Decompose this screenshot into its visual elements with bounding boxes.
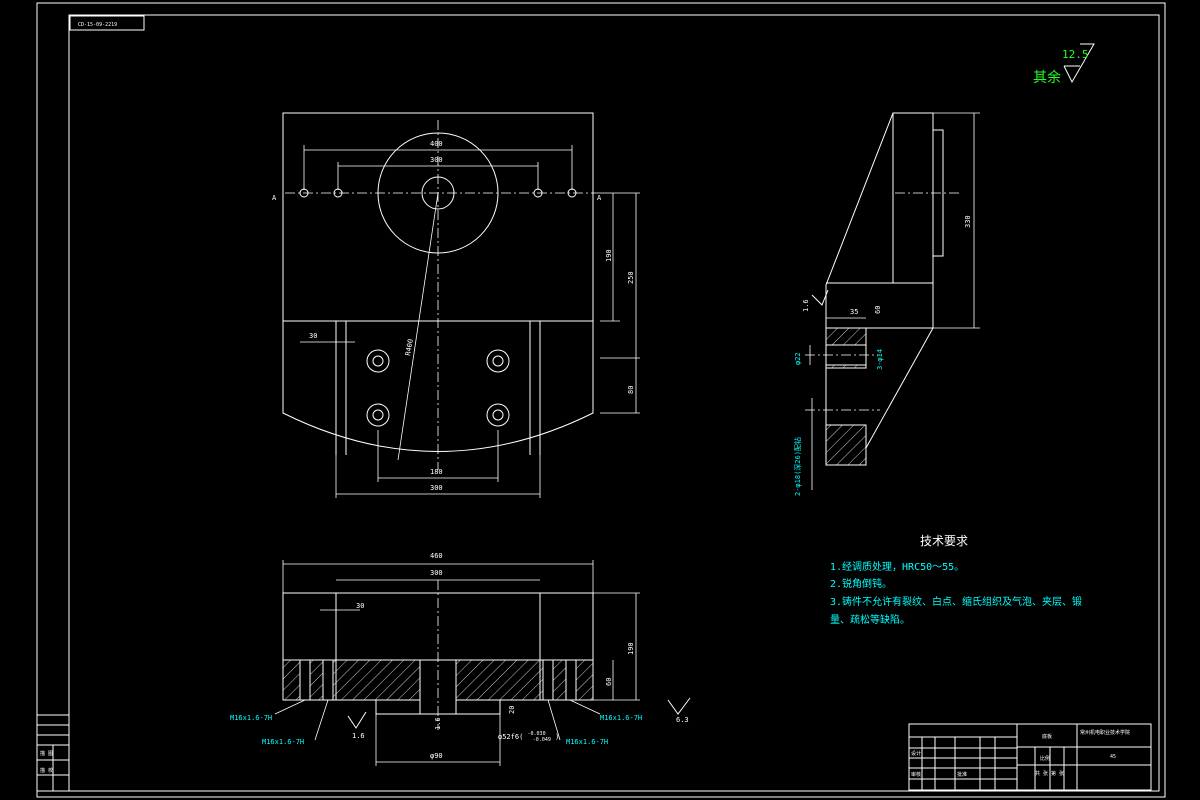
dim-fit-close: ) (555, 733, 559, 741)
thread-right-1: M16x1.6-7H (600, 714, 642, 722)
title-designer: 设计 (911, 750, 921, 757)
title-approve: 批准 (957, 771, 967, 778)
dim-fit-lower: -0.049 (533, 737, 551, 743)
left-strip-label-1: 描 图 (40, 750, 53, 757)
dim-80: 80 (627, 386, 635, 394)
roughness-value: 12.5 (1062, 48, 1089, 61)
dim-phi22: φ22 (794, 352, 802, 365)
tech-item-2: 2.锐角倒钝。 (830, 577, 892, 590)
dim-35: 35 (850, 308, 858, 316)
thread-left-1: M16x1.6-7H (230, 714, 272, 722)
dim-fit-upper: -0.030 (528, 731, 546, 737)
thread-right-2: M16x1.6-7H (566, 738, 608, 746)
drawing-number-box (69, 15, 145, 31)
dim-fit-main: φ52f6( (498, 733, 523, 741)
technical-requirements: 技术要求 1.经调质处理，HRC50～55。 2.锐角倒钝。 3.铸件不允许有裂… (830, 534, 1082, 626)
dim-phi90: φ90 (430, 752, 443, 760)
section-mark-left: A (272, 194, 277, 202)
dim-330: 330 (964, 215, 972, 228)
title-checker: 审核 (911, 771, 921, 778)
dim-400: 400 (430, 140, 443, 148)
dim-300-top: 300 (430, 156, 443, 164)
dim-180: 180 (430, 468, 443, 476)
roughness-other-label: 其余 (1033, 69, 1061, 86)
thread-left-2: M16x1.6-7H (262, 738, 304, 746)
tech-item-4: 量、疏松等缺陷。 (830, 613, 910, 626)
drawing-number: CD-15-09-2219 (78, 22, 117, 28)
bottom-view: 460 300 30 190 60 M16x1.6-7H M16x1.6-7H … (230, 552, 691, 766)
roughness-bottom-left: 1.6 (352, 732, 365, 740)
dim-20: 20 (508, 706, 516, 714)
dim-60-side: 60 (874, 306, 882, 314)
dim-460: 460 (430, 552, 443, 560)
left-strip: 描 图 描 校 (36, 714, 70, 792)
roughness-bottom-right: 6.3 (676, 716, 689, 724)
dim-30-bottom: 30 (356, 602, 364, 610)
inner-border (68, 14, 1160, 792)
front-view: A A 400 300 190 250 80 30 R400 180 (272, 112, 640, 498)
dim-190: 190 (605, 249, 613, 262)
dim-300-bottom: 300 (430, 484, 443, 492)
side-note: 2-φ18(深26)配钻 (793, 437, 802, 496)
title-material: 45 (1110, 754, 1116, 760)
dim-r400: R400 (404, 338, 415, 356)
dim-250: 250 (627, 271, 635, 284)
title-sheet: 共 张 第 张 (1035, 770, 1064, 777)
dim-60-bottom: 60 (605, 678, 613, 686)
side-roughness: 1.6 (802, 299, 810, 312)
dim-300-bottomview: 300 (430, 569, 443, 577)
side-thread: 3-φ14 (876, 349, 884, 370)
tech-item-3: 3.铸件不允许有裂纹、白点、缩氏组织及气泡、夹层、锻 (830, 595, 1082, 608)
general-roughness: 其余 12.5 (1033, 43, 1095, 86)
title-part-name: 底板 (1042, 733, 1052, 740)
left-strip-label-2: 描 校 (40, 767, 53, 774)
title-scale: 比例 (1040, 755, 1050, 762)
tech-title: 技术要求 (920, 534, 968, 548)
side-view: 330 35 60 1.6 φ22 3-φ14 2-φ18(深26)配钻 (793, 112, 980, 496)
dim-190-bottom: 190 (627, 642, 635, 655)
dim-30-front: 30 (309, 332, 317, 340)
section-mark-right: A (597, 194, 602, 202)
title-school: 常州机电职业技术学院 (1080, 729, 1130, 736)
dim-fit: φ52f6( -0.030 -0.049 ) (498, 729, 559, 743)
outer-border (36, 2, 1166, 798)
roughness-bottom-center: 1.6 (434, 717, 442, 730)
title-block: 底板 常州机电职业技术学院 45 比例 共 张 第 张 设计 审核 批准 (908, 723, 1152, 791)
tech-item-1: 1.经调质处理，HRC50～55。 (830, 560, 964, 573)
